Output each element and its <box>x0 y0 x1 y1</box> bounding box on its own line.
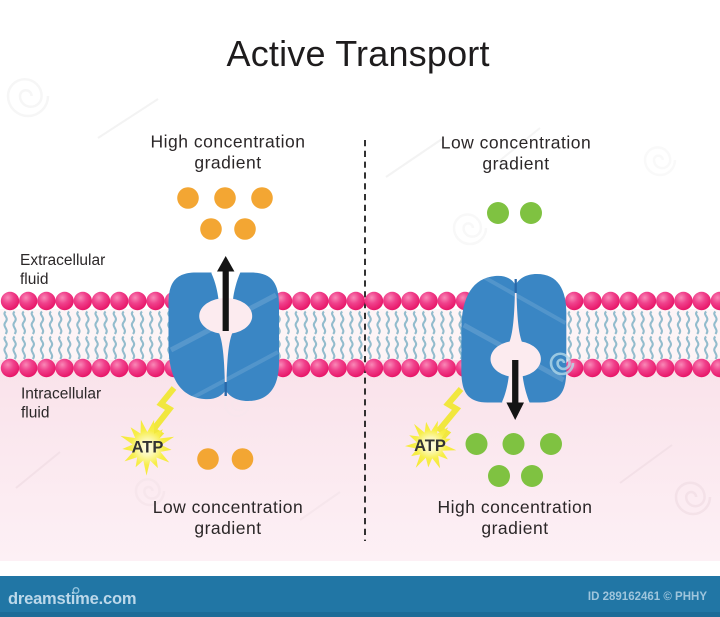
svg-text:High concentration: High concentration <box>151 132 306 152</box>
svg-text:gradient: gradient <box>482 154 549 174</box>
svg-text:dreamstime.com: dreamstime.com <box>8 590 136 608</box>
svg-text:Active Transport: Active Transport <box>227 33 490 74</box>
svg-text:gradient: gradient <box>194 518 261 538</box>
svg-text:gradient: gradient <box>194 153 261 173</box>
svg-text:fluid: fluid <box>21 405 49 422</box>
svg-text:Low concentration: Low concentration <box>441 133 592 153</box>
svg-text:gradient: gradient <box>481 518 548 538</box>
svg-text:Extracellular: Extracellular <box>20 252 105 269</box>
svg-text:High concentration: High concentration <box>438 497 593 517</box>
svg-text:Low concentration: Low concentration <box>153 497 304 517</box>
svg-text:ATP: ATP <box>414 437 446 455</box>
svg-text:fluid: fluid <box>20 271 48 288</box>
svg-text:ATP: ATP <box>132 439 164 457</box>
svg-text:ID 289162461 © PHHY: ID 289162461 © PHHY <box>588 591 707 603</box>
svg-text:Intracellular: Intracellular <box>21 386 101 403</box>
